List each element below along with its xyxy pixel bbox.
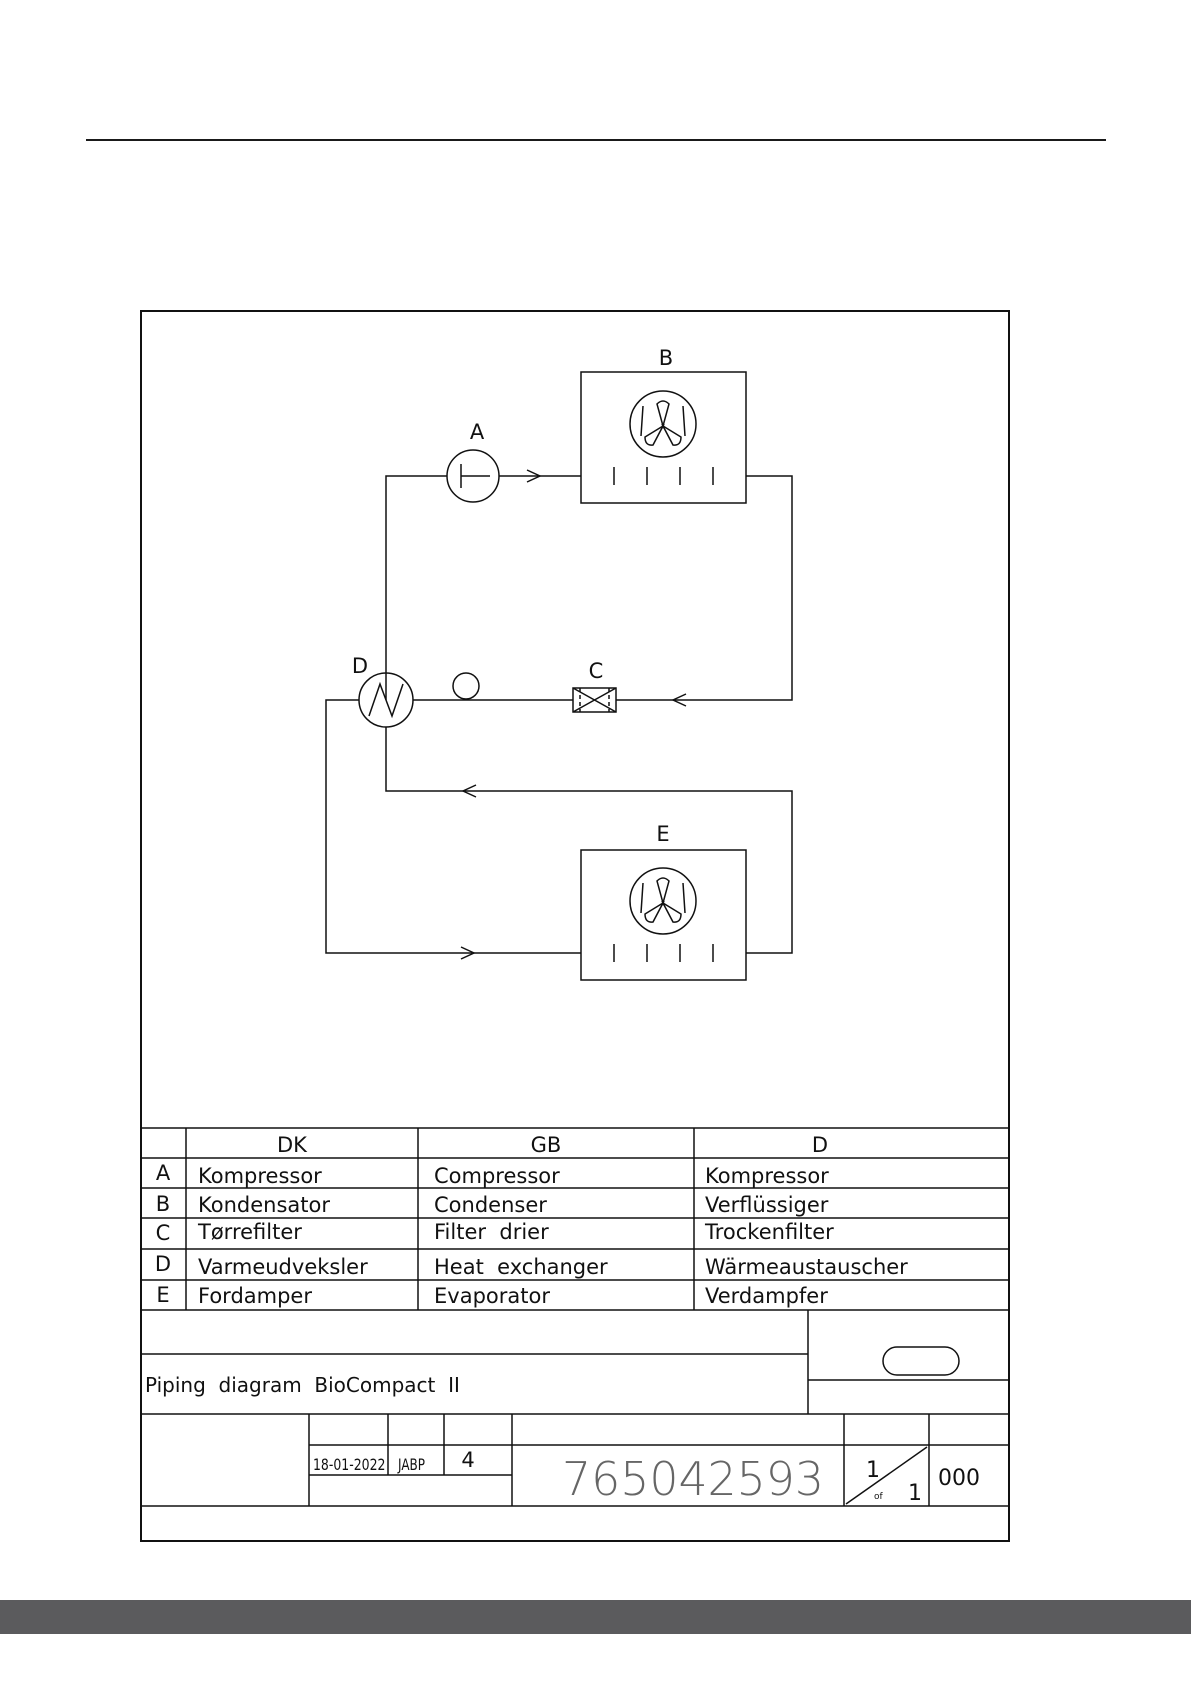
sheet-total: 1 [908, 1481, 922, 1506]
legend-row-key: D [155, 1252, 171, 1276]
legend-row-dk: Tørrefilter [197, 1220, 302, 1244]
legend-row-key: A [156, 1161, 171, 1185]
legend-row-key: C [156, 1221, 171, 1245]
legend-row-d: Wärmeaustauscher [705, 1255, 908, 1279]
legend-header-d: D [812, 1133, 828, 1157]
legend-row-d: Verdampfer [705, 1284, 828, 1308]
drawing-variant: 000 [938, 1466, 980, 1491]
filter-drier-symbol [573, 688, 616, 712]
label-d: D [352, 654, 368, 678]
condenser-symbol [581, 372, 746, 503]
piping-diagram [326, 372, 792, 980]
sheet-of-label: of [874, 1492, 884, 1502]
legend-row-dk: Varmeudveksler [198, 1255, 368, 1279]
sheet-number: 1 [866, 1458, 880, 1483]
drawing-title: Piping diagram BioCompact II [145, 1373, 460, 1397]
pipe-evaporator-feed-line [326, 700, 581, 953]
legend-row-d: Verflüssiger [705, 1193, 829, 1217]
legend-row-gb: Filter drier [434, 1220, 549, 1244]
title-block-stamp-oval [883, 1347, 959, 1375]
evaporator-symbol [581, 850, 746, 980]
legend-row-gb: Heat exchanger [434, 1255, 608, 1279]
legend-row-gb: Compressor [434, 1164, 560, 1188]
label-b: B [659, 346, 673, 370]
drawing-frame [141, 311, 1009, 1541]
legend-header-dk: DK [277, 1133, 308, 1157]
drawing-revision: 4 [461, 1448, 474, 1472]
condenser-fan-icon [630, 391, 696, 457]
pipe-discharge-line [386, 476, 581, 700]
legend-text: DK GB D A Kompressor Compressor Kompress… [155, 1133, 908, 1308]
legend-row-dk: Kondensator [198, 1193, 330, 1217]
drawing-date: 18-01-2022 [313, 1457, 385, 1475]
label-c: C [589, 659, 604, 683]
legend-row-gb: Condenser [434, 1193, 547, 1217]
drawing-number: 765042593 [562, 1452, 824, 1506]
pipe-condenser-outlet-line [616, 476, 792, 700]
legend-row-gb: Evaporator [434, 1284, 550, 1308]
sight-glass-symbol [453, 673, 479, 699]
evaporator-fan-icon [630, 868, 696, 934]
legend-header-gb: GB [531, 1133, 562, 1157]
drawing-initials: JABP [397, 1456, 425, 1474]
legend-row-dk: Fordamper [198, 1284, 312, 1308]
legend-row-dk: Kompressor [198, 1164, 322, 1188]
compressor-symbol [447, 450, 499, 502]
legend-row-key: B [156, 1192, 170, 1216]
legend-row-d: Kompressor [705, 1164, 829, 1188]
pipe-suction-return-line [386, 727, 792, 953]
label-e: E [656, 822, 669, 846]
label-a: A [470, 420, 485, 444]
footer-band [0, 1600, 1191, 1634]
legend-row-key: E [156, 1283, 169, 1307]
legend-table [141, 1128, 1009, 1310]
legend-row-d: Trockenfilter [704, 1220, 834, 1244]
